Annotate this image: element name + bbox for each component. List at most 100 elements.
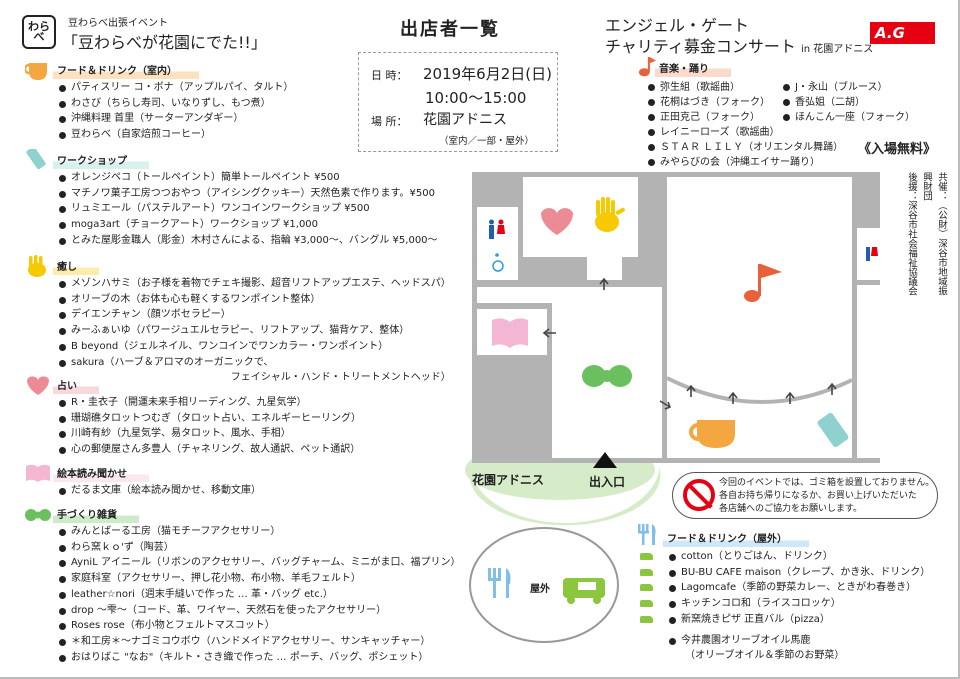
room-fortune-healing [523,177,638,257]
vendor-item: みんとばーる工房（猫モチーフアクセサリー） [57,524,460,540]
vendor-item: リュミエール（パステルアート）ワンコインワークショップ ¥500 [57,201,438,217]
event-subtitle: 豆わらべ出張イベント [68,18,168,29]
book-icon [492,318,528,348]
mamewarabe-logo: わらべ [22,15,56,49]
vendor-item: みーふぁいゆ（パワージュエルセラピー、リフトアップ、猫背ケア、整体） [57,323,451,339]
concert-title-line2: チャリティ募金コンサート [605,37,796,56]
music-note-map-icon [744,264,782,302]
free-admission: 《入場無料》 [858,142,937,157]
performer-item: レイニーローズ（歌謡曲） [646,125,781,140]
picturebook-icon [26,464,50,482]
event-title: 「豆わらべが花園にでた!!」 [62,33,267,52]
venue-label: 花園アドニス [472,473,545,487]
vendor-item: moga3art（チョークアート）ワークショップ ¥1,000 [57,217,438,233]
vendor-item: 川崎有紗（九星気学、易タロット、風水、手相） [57,426,361,442]
event-info-box: 日 時： 2019年6月2日(日) 10:00〜15:00 場 所： 花園アドニ… [358,52,558,152]
entrance-marker [593,452,617,468]
heart-icon [541,208,573,235]
section-music: 音楽・踊り 弥生組（歌謡曲）J・永山（ブルース）花桐はづき（フォーク）香弘姐（二… [638,57,931,170]
date-label: 日 時： [371,69,408,82]
direction-arrows [542,277,837,410]
paint-icon [817,412,849,448]
section-handmade: 手づくり雑貨みんとばーる工房（猫モチーフアクセサリー）わら窯ｋｏ'ず（陶芸）Ay… [25,509,460,665]
section-picturebook: 絵本読み聞かせだるま文庫（絵本読み聞かせ、移動文庫） [25,464,261,499]
section-title: 癒し [53,261,99,275]
vendor-item: 心の郵便屋さん多豊人（チャネリング、故人通訳、ペット通訳） [57,442,361,458]
support: 後援：深谷市社会福祉協議会 [906,172,917,296]
vendor-item: マチノワ菓子工房つつおやつ（アイシングクッキー）天然色素で作ります。¥500 [57,186,438,202]
outdoor-food-icon [638,524,656,545]
outdoor-area [469,527,619,643]
event-place: 花園アドニス [423,112,507,128]
healing-icon [28,255,46,277]
section-title: 音楽・踊り [655,63,731,77]
hall-music [667,177,852,458]
vendor-item: 沖縄料理 首里（サーターアンダギー） [57,111,293,127]
vendor-item: デイエンチャン（顔ツボセラピー） [57,307,451,323]
outdoor-vendor-item: キッチンコロ和（ライスコロッケ） [639,596,930,612]
vendor-item: メゾンハサミ（お子様を着物でチェキ撮影、超音リフトアップエステ、ヘッドスパ） [57,276,451,292]
no-trash-notice: 今回のイベントでは、ゴミ箱を設置しておりません。 各自お持ち帰りになるか、お買い… [672,472,938,519]
vendor-item: Roses rose（布小物とフェルトマスコット） [57,618,460,634]
concert-venue: in 花園アドニス [800,44,874,55]
outdoor-vendor-item: Lagomcafe（季節の野菜カレー、ときがわ春巻き） [639,580,930,596]
vendor-item: ＊和工房＊〜ナゴミコウボウ（ハンドメイドアクセサリー、サンキャッチャー） [57,634,460,650]
event-time: 10:00〜15:00 [425,89,527,107]
section-food: フード＆ドリンク（室内）パティスリー コ・ボナ（アップルパイ、タルト）わさび（ち… [25,63,293,143]
performer-item: 花桐はづき（フォーク） [646,95,781,110]
handmade-icon [25,509,51,521]
section-title: 占い [53,380,99,394]
vendor-item: 珊瑚礁タロットつむぎ（タロット占い、エネルギーヒーリング） [57,411,361,427]
vendor-item-continuation: フェイシャル・ハンド・トリートメントヘッド） [230,372,451,384]
vendor-item: わら窯ｋｏ'ず（陶芸） [57,540,460,556]
cohost: 共催：（公財）深谷市地域振興財団 [921,172,947,296]
section-title: 手づくり雑貨 [53,509,139,523]
outdoor-label: 屋外 [530,584,550,595]
performer-item: 香弘姐（二胡） [781,95,931,110]
workshop-icon [26,149,46,170]
vendor-item: sakura（ハーブ＆アロマのオーガニックで、 [57,355,451,371]
food-icon [25,63,47,80]
concert-title-line1: エンジェル・ゲート [605,16,750,35]
food-truck-icon [563,578,605,604]
cup-icon [689,420,735,448]
performer-item: みやらびの会（沖縄エイサー踊り） [646,155,820,170]
section-title: フード＆ドリンク（室内） [53,65,199,79]
fortune-icon [27,376,49,395]
notice-line: 各店舗へのご協力をお願いします。 [719,504,863,514]
sponsor-credits: 共催：（公財）深谷市地域振興財団後援：深谷市社会福祉協議会 [904,172,949,302]
vendor-item: パティスリー コ・ボナ（アップルパイ、タルト） [57,80,293,96]
vendor-item: drop 〜雫〜（コード、革、ワイヤー、天然石を使ったアクセサリー） [57,603,460,619]
no-littering-icon [683,479,715,511]
notice-line: 今回のイベントでは、ゴミ箱を設置しておりません。 [719,478,935,488]
event-date: 2019年6月2日(日) [423,65,552,83]
vendor-item: オレンジペコ（トールペイント）簡単トールペイント ¥500 [57,170,438,186]
outdoor-vendor-item: 今井農園オリーブオイル馬鹿 [667,633,930,649]
vendor-item: わさび（ちらし寿司、いなりずし、もつ煮） [57,96,293,112]
place-note: （室内／一部・屋外） [439,136,535,147]
performer-item: 弥生組（歌謡曲） [646,80,781,95]
section-outdoor-food: フード＆ドリンク（屋外） cotton（とりごはん、ドリンク）BU-BU CAF… [639,533,930,664]
hand-icon [595,197,625,232]
vendor-item: だるま文庫（絵本読み聞かせ、移動文庫） [57,483,261,499]
performer-item: 正田克己（フォーク） [646,110,781,125]
notice-line: 各自お持ち帰りになるか、お買い上げいただいた [719,491,917,501]
corridor [477,287,662,303]
section-title: フード＆ドリンク（屋外） [663,533,809,547]
fork-knife-icon [488,568,511,598]
bow-icon [582,365,632,387]
place-label: 場 所： [371,115,408,128]
vendor-item: オリーブの木（お体も心も軽くするワンポイント整体） [57,292,451,308]
vendor-item: 豆わらべ（自家焙煎コーヒー） [57,127,293,143]
vendor-item: AyniL アイニール（リボンのアクセサリー、バッグチャーム、ミニがま口、福プリ… [57,555,460,571]
angel-gate-logo: A.G [870,22,935,44]
section-title: ワークショップ [53,155,149,169]
vendor-item: leather☆nori（週末手縫いで作った … 革・バッグ etc.） [57,587,460,603]
vendor-item: おはりばこ "なお"（キルト・さき織で作った … ポーチ、バッグ、ポシェット） [57,650,460,666]
music-note-icon [638,57,656,77]
wheelchair-icon [492,253,504,272]
outdoor-vendor-item: 新窯焼きピザ 正直バル（pizza） [639,612,930,628]
